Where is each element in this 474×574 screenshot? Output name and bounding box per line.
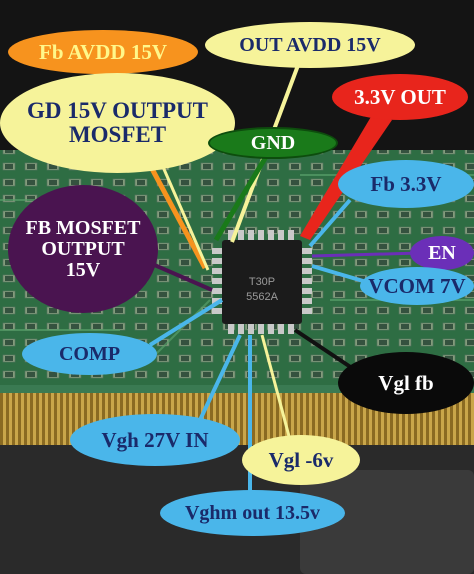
label-en: EN: [410, 236, 474, 270]
chip-marking-1: T30P: [249, 276, 275, 288]
pointer-fb-33: [308, 198, 352, 248]
label-fb-mosfet-output: FB MOSFET OUTPUT 15V: [8, 185, 158, 313]
pointer-gd: [158, 159, 210, 271]
label-gnd: GND: [208, 127, 338, 159]
label-comp: COMP: [22, 333, 157, 375]
chip-marking-2: 5562A: [246, 291, 278, 303]
label-vgh-27v-in: Vgh 27V IN: [70, 414, 240, 466]
pointer-vgh-in: [198, 334, 242, 421]
pointer-gnd: [213, 148, 273, 242]
pointer-en: [311, 251, 421, 258]
label-out-avdd: OUT AVDD 15V: [205, 22, 415, 68]
label-vcom: VCOM 7V: [360, 267, 474, 305]
label-3v3-out: 3.3V OUT: [332, 74, 468, 120]
pointer-vgl-fb: [293, 328, 357, 372]
pointer-comp: [148, 298, 224, 347]
label-fb-3v3: Fb 3.3V: [338, 160, 474, 208]
chip-body: [222, 240, 302, 324]
label-vgl-fb: Vgl fb: [338, 352, 474, 414]
pointer-vgl-out: [260, 334, 292, 441]
label-vghm-out: Vghm out 13.5v: [160, 490, 345, 536]
label-gd-output-mosfet: GD 15V OUTPUT MOSFET: [0, 73, 235, 173]
label-fb-avdd: Fb AVDD 15V: [8, 30, 198, 74]
pointer-vcom: [311, 264, 371, 285]
label-vgl-out: Vgl -6v: [242, 435, 360, 485]
